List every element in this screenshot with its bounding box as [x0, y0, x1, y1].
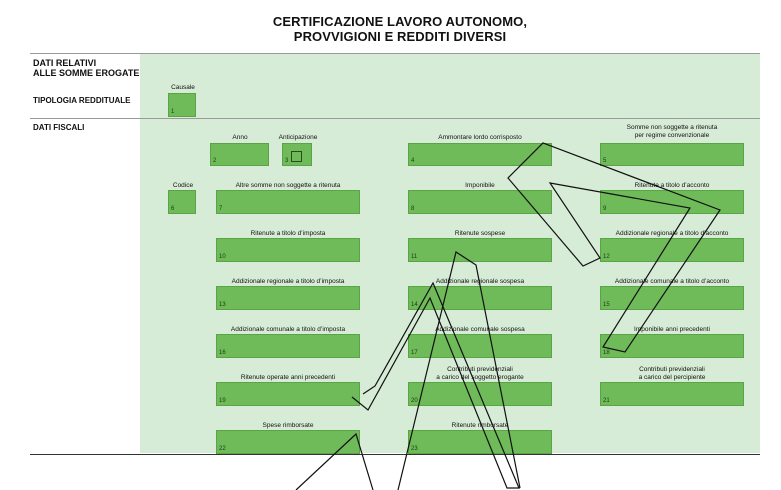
- add-reg-acconto-label: Addizionale regionale a titolo d’acconto: [615, 230, 729, 237]
- ritenute-imposta-field[interactable]: 10: [216, 238, 360, 262]
- contributi-percipiente-label: Contributi previdenziali a carico del pe…: [600, 366, 744, 381]
- somme-regime-label: Somme non soggette a ritenuta per regime…: [600, 124, 744, 139]
- add-com-imposta-label: Addizionale comunale a titolo d’imposta: [230, 326, 346, 333]
- add-reg-sospesa-field[interactable]: 14: [408, 286, 552, 310]
- add-com-acconto-field[interactable]: 15: [600, 286, 744, 310]
- section-dati-fiscali: DATI FISCALI: [33, 123, 85, 132]
- imponibile-anni-prec-field[interactable]: 18: [600, 334, 744, 358]
- contributi-percipiente-label-line1: Contributi previdenziali: [639, 366, 705, 373]
- ritenute-sospese-field[interactable]: 11: [408, 238, 552, 262]
- spese-rimborsate-field[interactable]: 22: [216, 430, 360, 454]
- form-title: CERTIFICAZIONE LAVORO AUTONOMO, PROVVIGI…: [250, 14, 550, 44]
- add-reg-sospesa-label: Addizionale regionale sospesa: [435, 278, 525, 285]
- ritenute-sospese-label: Ritenute sospese: [454, 230, 506, 237]
- field-number: 15: [603, 302, 610, 308]
- section-tipologia-reddituale: TIPOLOGIA REDDITUALE: [33, 96, 131, 105]
- imponibile-anni-prec-label: Imponibile anni precedenti: [634, 326, 710, 333]
- field-number: 17: [411, 350, 418, 356]
- form-title-line2: PROVVIGIONI E REDDITI DIVERSI: [293, 29, 507, 44]
- altre-somme-field[interactable]: 7: [216, 190, 360, 214]
- field-number: 6: [171, 206, 175, 212]
- section-dati-relativi-line1: DATI RELATIVI: [33, 58, 97, 68]
- spese-rimborsate-label: Spese rimborsate: [262, 422, 314, 429]
- field-number: 23: [411, 446, 418, 452]
- add-reg-imposta-field[interactable]: 13: [216, 286, 360, 310]
- section-dati-relativi-line2: ALLE SOMME EROGATE: [33, 68, 140, 78]
- field-number: 4: [411, 158, 415, 164]
- anticipazione-checkbox[interactable]: [291, 151, 302, 162]
- contributi-erogante-label-line1: Contributi previdenziali: [447, 366, 513, 373]
- field-number: 14: [411, 302, 418, 308]
- field-number: 10: [219, 254, 226, 260]
- codice-field[interactable]: 6: [168, 190, 196, 214]
- middle-divider: [30, 118, 760, 119]
- ritenute-anni-prec-label: Ritenute operate anni precedenti: [240, 374, 336, 381]
- somme-regime-label-line2: per regime convenzionale: [634, 131, 710, 139]
- field-number: 11: [411, 254, 418, 260]
- ritenute-imposta-label: Ritenute a titolo d’imposta: [250, 230, 326, 237]
- form-title-line1: CERTIFICAZIONE LAVORO AUTONOMO,: [272, 14, 528, 29]
- top-divider: [30, 53, 760, 54]
- arrow-lower-shaft: [295, 432, 374, 490]
- contributi-erogante-label-line2: a carico del soggetto erogante: [436, 373, 524, 381]
- causale-label: Causale: [171, 84, 195, 91]
- anticipazione-label: Anticipazione: [278, 134, 318, 141]
- field-number: 7: [219, 206, 223, 212]
- arrow-lower-tip: [397, 251, 521, 490]
- field-number: 16: [219, 350, 226, 356]
- add-com-sospesa-label: Addizionale comunale sospesa: [435, 326, 525, 333]
- anno-label: Anno: [232, 134, 248, 141]
- section-dati-relativi: DATI RELATIVI ALLE SOMME EROGATE: [33, 58, 139, 78]
- imponibile-label: Imponibile: [465, 182, 495, 189]
- field-number: 12: [603, 254, 610, 260]
- causale-field[interactable]: 1: [168, 93, 196, 117]
- field-number: 3: [285, 158, 289, 164]
- anticipazione-field[interactable]: 3: [282, 143, 312, 166]
- field-number: 19: [219, 398, 226, 404]
- field-number: 1: [171, 109, 175, 115]
- ritenute-rimborsate-label: Ritenute rimborsate: [451, 422, 509, 429]
- add-com-sospesa-field[interactable]: 17: [408, 334, 552, 358]
- contributi-percipiente-field[interactable]: 21: [600, 382, 744, 406]
- field-number: 22: [219, 446, 226, 452]
- anno-field[interactable]: 2: [210, 143, 269, 166]
- ritenute-acconto-label: Ritenute a titolo d’acconto: [634, 182, 710, 189]
- somme-regime-field[interactable]: 5: [600, 143, 744, 166]
- field-number: 2: [213, 158, 217, 164]
- contributi-erogante-label: Contributi previdenziali a carico del so…: [408, 366, 552, 381]
- somme-regime-label-line1: Somme non soggette a ritenuta: [626, 124, 718, 131]
- arrow-lower-outline: [351, 281, 520, 489]
- codice-label: Codice: [172, 182, 194, 189]
- add-com-imposta-field[interactable]: 16: [216, 334, 360, 358]
- ammontare-label: Ammontare lordo corrisposto: [438, 134, 522, 141]
- field-number: 5: [603, 158, 607, 164]
- field-number: 9: [603, 206, 607, 212]
- field-number: 20: [411, 398, 418, 404]
- field-number: 8: [411, 206, 415, 212]
- add-reg-imposta-label: Addizionale regionale a titolo d’imposta: [231, 278, 345, 285]
- field-number: 21: [603, 398, 610, 404]
- altre-somme-label: Altre somme non soggette a ritenuta: [235, 182, 341, 189]
- field-number: 13: [219, 302, 226, 308]
- add-reg-acconto-field[interactable]: 12: [600, 238, 744, 262]
- ammontare-field[interactable]: 4: [408, 143, 552, 166]
- ritenute-anni-prec-field[interactable]: 19: [216, 382, 360, 406]
- field-number: 18: [603, 350, 610, 356]
- contributi-percipiente-label-line2: a carico del percipiente: [638, 373, 706, 381]
- bottom-divider: [30, 454, 760, 455]
- ritenute-rimborsate-field[interactable]: 23: [408, 430, 552, 454]
- arrow-upper-outline: [507, 142, 721, 353]
